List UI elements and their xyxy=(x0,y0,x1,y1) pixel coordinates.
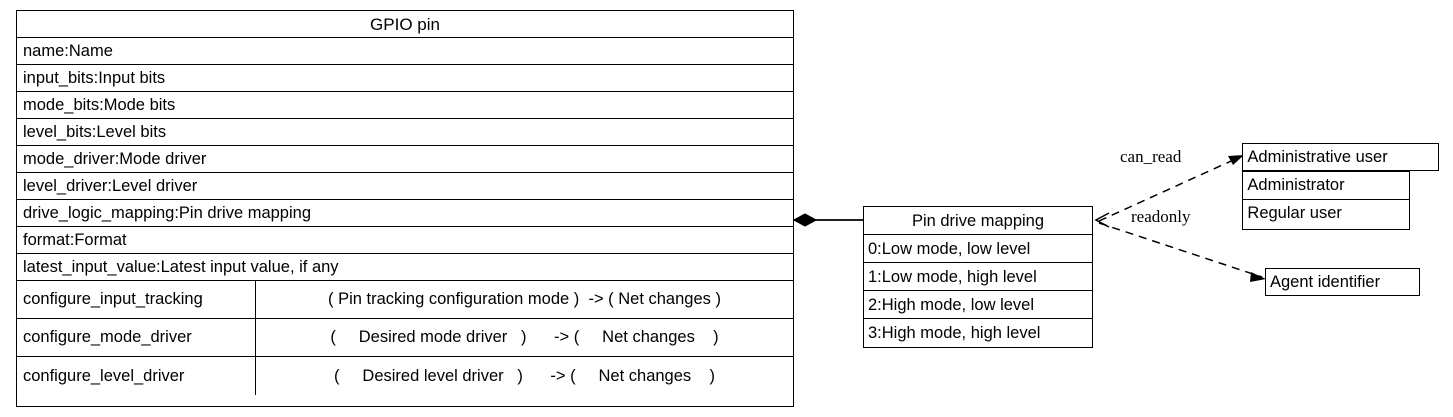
enum-value-row-administrator: Administrator xyxy=(1243,172,1410,200)
attribute-row-mode-bits: mode_bits:Mode bits xyxy=(17,92,793,119)
method-name-configure-mode-driver: configure_mode_driver xyxy=(17,319,256,356)
composition-edge-gpio-to-pin-drive-mapping xyxy=(792,213,863,227)
edge-label-readonly: readonly xyxy=(1131,207,1191,226)
enum-value-row-0: 0:Low mode, low level xyxy=(864,235,1092,263)
enum-title-administrative-user: Administrative user xyxy=(1242,143,1440,172)
attribute-row-mode-driver: mode_driver:Mode driver xyxy=(17,146,793,173)
method-signature-configure-level-driver: ( Desired level driver ) -> ( Net change… xyxy=(334,366,715,385)
attribute-row-level-driver: level_driver:Level driver xyxy=(17,173,793,200)
attribute-row-level-bits: level_bits:Level bits xyxy=(17,119,793,146)
dependency-source-marker-icon xyxy=(1094,212,1110,228)
class-title-agent-identifier: Agent identifier xyxy=(1266,269,1419,295)
attribute-row-input-bits: input_bits:Input bits xyxy=(17,65,793,92)
class-box-agent-identifier[interactable]: Agent identifier xyxy=(1265,268,1420,296)
dependency-edge-readonly xyxy=(1098,222,1266,282)
method-signature-configure-mode-driver: ( Desired mode driver ) -> ( Net changes… xyxy=(330,328,719,346)
method-row-configure-mode-driver: configure_mode_driver ( Desired mode dri… xyxy=(17,319,793,357)
attribute-row-latest-input-value: latest_input_value:Latest input value, i… xyxy=(17,254,793,281)
enum-box-administrative-user[interactable]: Administrative user Administrator Regula… xyxy=(1242,143,1440,231)
method-row-configure-input-tracking: configure_input_tracking ( Pin tracking … xyxy=(17,281,793,319)
class-title-gpio-pin: GPIO pin xyxy=(17,11,793,38)
composition-diamond-icon xyxy=(792,213,818,227)
class-box-gpio-pin[interactable]: GPIO pin name:Name input_bits:Input bits… xyxy=(16,10,794,407)
arrowhead-icon xyxy=(1250,272,1266,282)
method-row-configure-level-driver: configure_level_driver ( Desired level d… xyxy=(17,357,793,395)
enum-box-pin-drive-mapping[interactable]: Pin drive mapping 0:Low mode, low level … xyxy=(863,206,1093,348)
enum-value-row-regular-user: Regular user xyxy=(1243,199,1410,228)
method-name-configure-level-driver: configure_level_driver xyxy=(17,357,256,395)
enum-value-row-3: 3:High mode, high level xyxy=(864,319,1092,347)
enum-body-administrative-user: Administrator Regular user xyxy=(1242,171,1411,231)
attribute-row-name: name:Name xyxy=(17,38,793,65)
method-signature-configure-input-tracking: ( Pin tracking configuration mode ) -> (… xyxy=(328,290,721,308)
method-name-configure-input-tracking: configure_input_tracking xyxy=(17,281,256,318)
edge-label-can-read: can_read xyxy=(1120,147,1182,166)
enum-value-row-2: 2:High mode, low level xyxy=(864,291,1092,319)
attribute-row-drive-logic-mapping: drive_logic_mapping:Pin drive mapping xyxy=(17,200,793,227)
enum-value-row-1: 1:Low mode, high level xyxy=(864,263,1092,291)
enum-title-pin-drive-mapping: Pin drive mapping xyxy=(864,207,1092,235)
attribute-row-format: format:Format xyxy=(17,227,793,254)
